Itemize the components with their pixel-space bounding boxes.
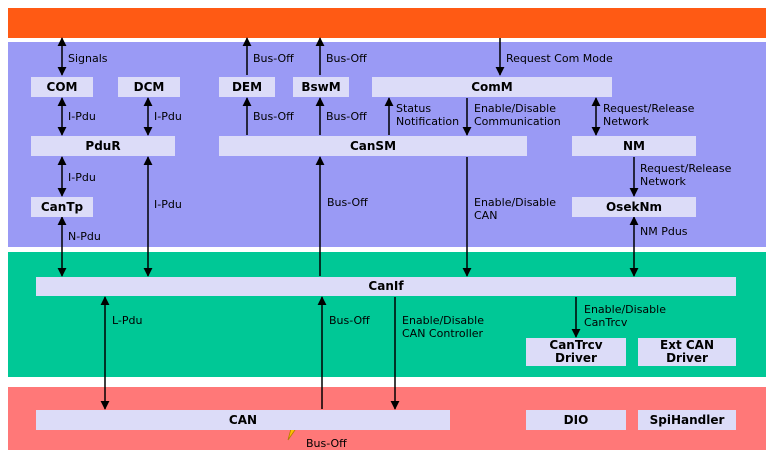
- module-can: CAN: [36, 410, 450, 430]
- module-ext-can-driver: Ext CAN Driver: [638, 338, 736, 366]
- label-npdu: N-Pdu: [68, 230, 101, 243]
- label-busoff-bswm: Bus-Off: [326, 52, 367, 65]
- label-nm-pdus: NM Pdus: [640, 225, 688, 238]
- label-busoff-cansm-canif: Bus-Off: [327, 196, 368, 209]
- module-dem: DEM: [219, 77, 275, 97]
- module-cantp: CanTp: [31, 197, 93, 217]
- label-enable-disable-can-controller: Enable/Disable CAN Controller: [402, 314, 484, 340]
- label-ipdu-cantp: I-Pdu: [68, 171, 96, 184]
- label-busoff-dem-cansm: Bus-Off: [253, 110, 294, 123]
- module-dcm: DCM: [118, 77, 180, 97]
- label-busoff-dem: Bus-Off: [253, 52, 294, 65]
- module-pdur: PduR: [31, 136, 175, 156]
- label-busoff-bswm-cansm: Bus-Off: [326, 110, 367, 123]
- module-nm: NM: [572, 136, 696, 156]
- module-canif: CanIf: [36, 277, 736, 296]
- label-ipdu-dcm: I-Pdu: [154, 110, 182, 123]
- module-spihandler: SpiHandler: [638, 410, 736, 430]
- label-ipdu-dcm-canif: I-Pdu: [154, 198, 182, 211]
- label-signals: Signals: [68, 52, 108, 65]
- label-enable-disable-communication: Enable/Disable Communication: [474, 102, 561, 128]
- label-request-release-network-2: Request/Release Network: [640, 162, 732, 188]
- module-oseknm: OsekNm: [572, 197, 696, 217]
- label-request-com-mode: Request Com Mode: [506, 52, 613, 65]
- label-enable-disable-can: Enable/Disable CAN: [474, 196, 556, 222]
- label-enable-disable-cantrcv: Enable/Disable CanTrcv: [584, 303, 666, 329]
- label-busoff-bottom: Bus-Off: [306, 437, 347, 450]
- label-status-notification: Status Notification: [396, 102, 460, 128]
- module-bswm: BswM: [293, 77, 349, 97]
- label-ipdu-com: I-Pdu: [68, 110, 96, 123]
- module-dio: DIO: [526, 410, 626, 430]
- top-layer: [8, 8, 766, 38]
- module-cantrcv-driver: CanTrcv Driver: [526, 338, 626, 366]
- label-request-release-network-1: Request/Release Network: [603, 102, 695, 128]
- module-com: COM: [31, 77, 93, 97]
- label-lpdu: L-Pdu: [112, 314, 143, 327]
- module-cansm: CanSM: [219, 136, 527, 156]
- label-busoff-can-canif: Bus-Off: [329, 314, 370, 327]
- module-comm: ComM: [372, 77, 612, 97]
